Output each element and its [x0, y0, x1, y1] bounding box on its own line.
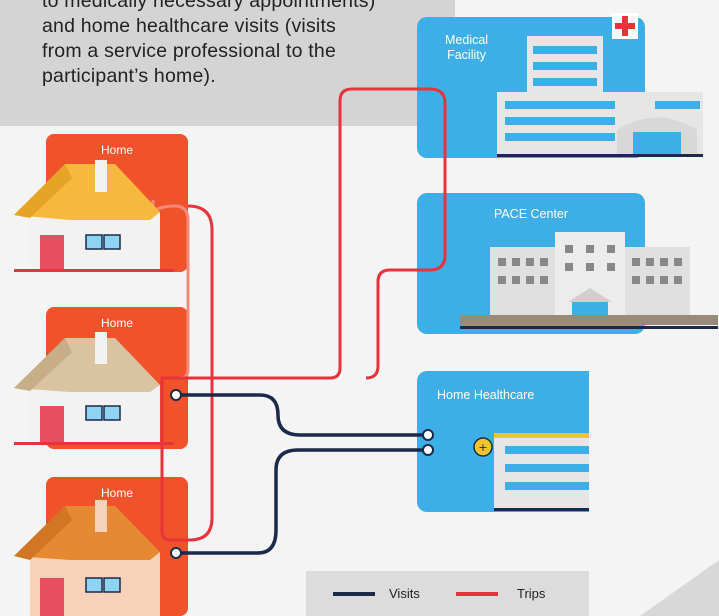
intro-text: to medically necessary appointments) and…	[42, 0, 376, 89]
svg-text:+: +	[478, 441, 487, 454]
visit-line-home3	[176, 448, 428, 555]
house-icon	[14, 160, 174, 272]
trip-line-home1	[151, 200, 190, 380]
visits-swatch	[333, 592, 375, 596]
visit-line-home2	[176, 393, 428, 437]
pace-center-label: PACE Center	[493, 207, 569, 221]
hospital-icon	[497, 13, 703, 157]
legend: Visits Trips	[306, 571, 589, 616]
visit-dot	[422, 444, 434, 456]
medical-label-line2: Facility	[447, 48, 486, 62]
home-label-3: Home	[100, 486, 133, 500]
intro-line-1: to medically necessary appointments)	[42, 0, 376, 12]
legend-swatches	[333, 592, 498, 596]
clinic-icon: +	[473, 433, 589, 511]
legend-trips-label: Trips	[517, 586, 546, 601]
visit-dot	[170, 547, 182, 559]
home-label-1: Home	[100, 143, 133, 157]
medical-label-line1: Medical	[445, 33, 489, 47]
pace-building-icon	[460, 232, 718, 329]
medical-facility-label: Medical Facility	[445, 33, 488, 63]
visit-dot	[422, 429, 434, 441]
intro-line-4: participant’s home).	[42, 65, 216, 87]
legend-visits-label: Visits	[389, 586, 420, 601]
visit-dot	[170, 389, 182, 401]
intro-line-2: and home healthcare visits (visits	[42, 15, 337, 37]
intro-box	[0, 0, 455, 126]
intro-line-3: from a service professional to the	[42, 40, 337, 62]
trip-line-main	[160, 87, 447, 542]
house-icon	[14, 500, 160, 616]
house-icon	[14, 332, 174, 445]
trips-swatch	[456, 592, 498, 596]
home-label-2: Home	[100, 316, 133, 330]
home-healthcare-label: Home Healthcare	[437, 388, 535, 402]
